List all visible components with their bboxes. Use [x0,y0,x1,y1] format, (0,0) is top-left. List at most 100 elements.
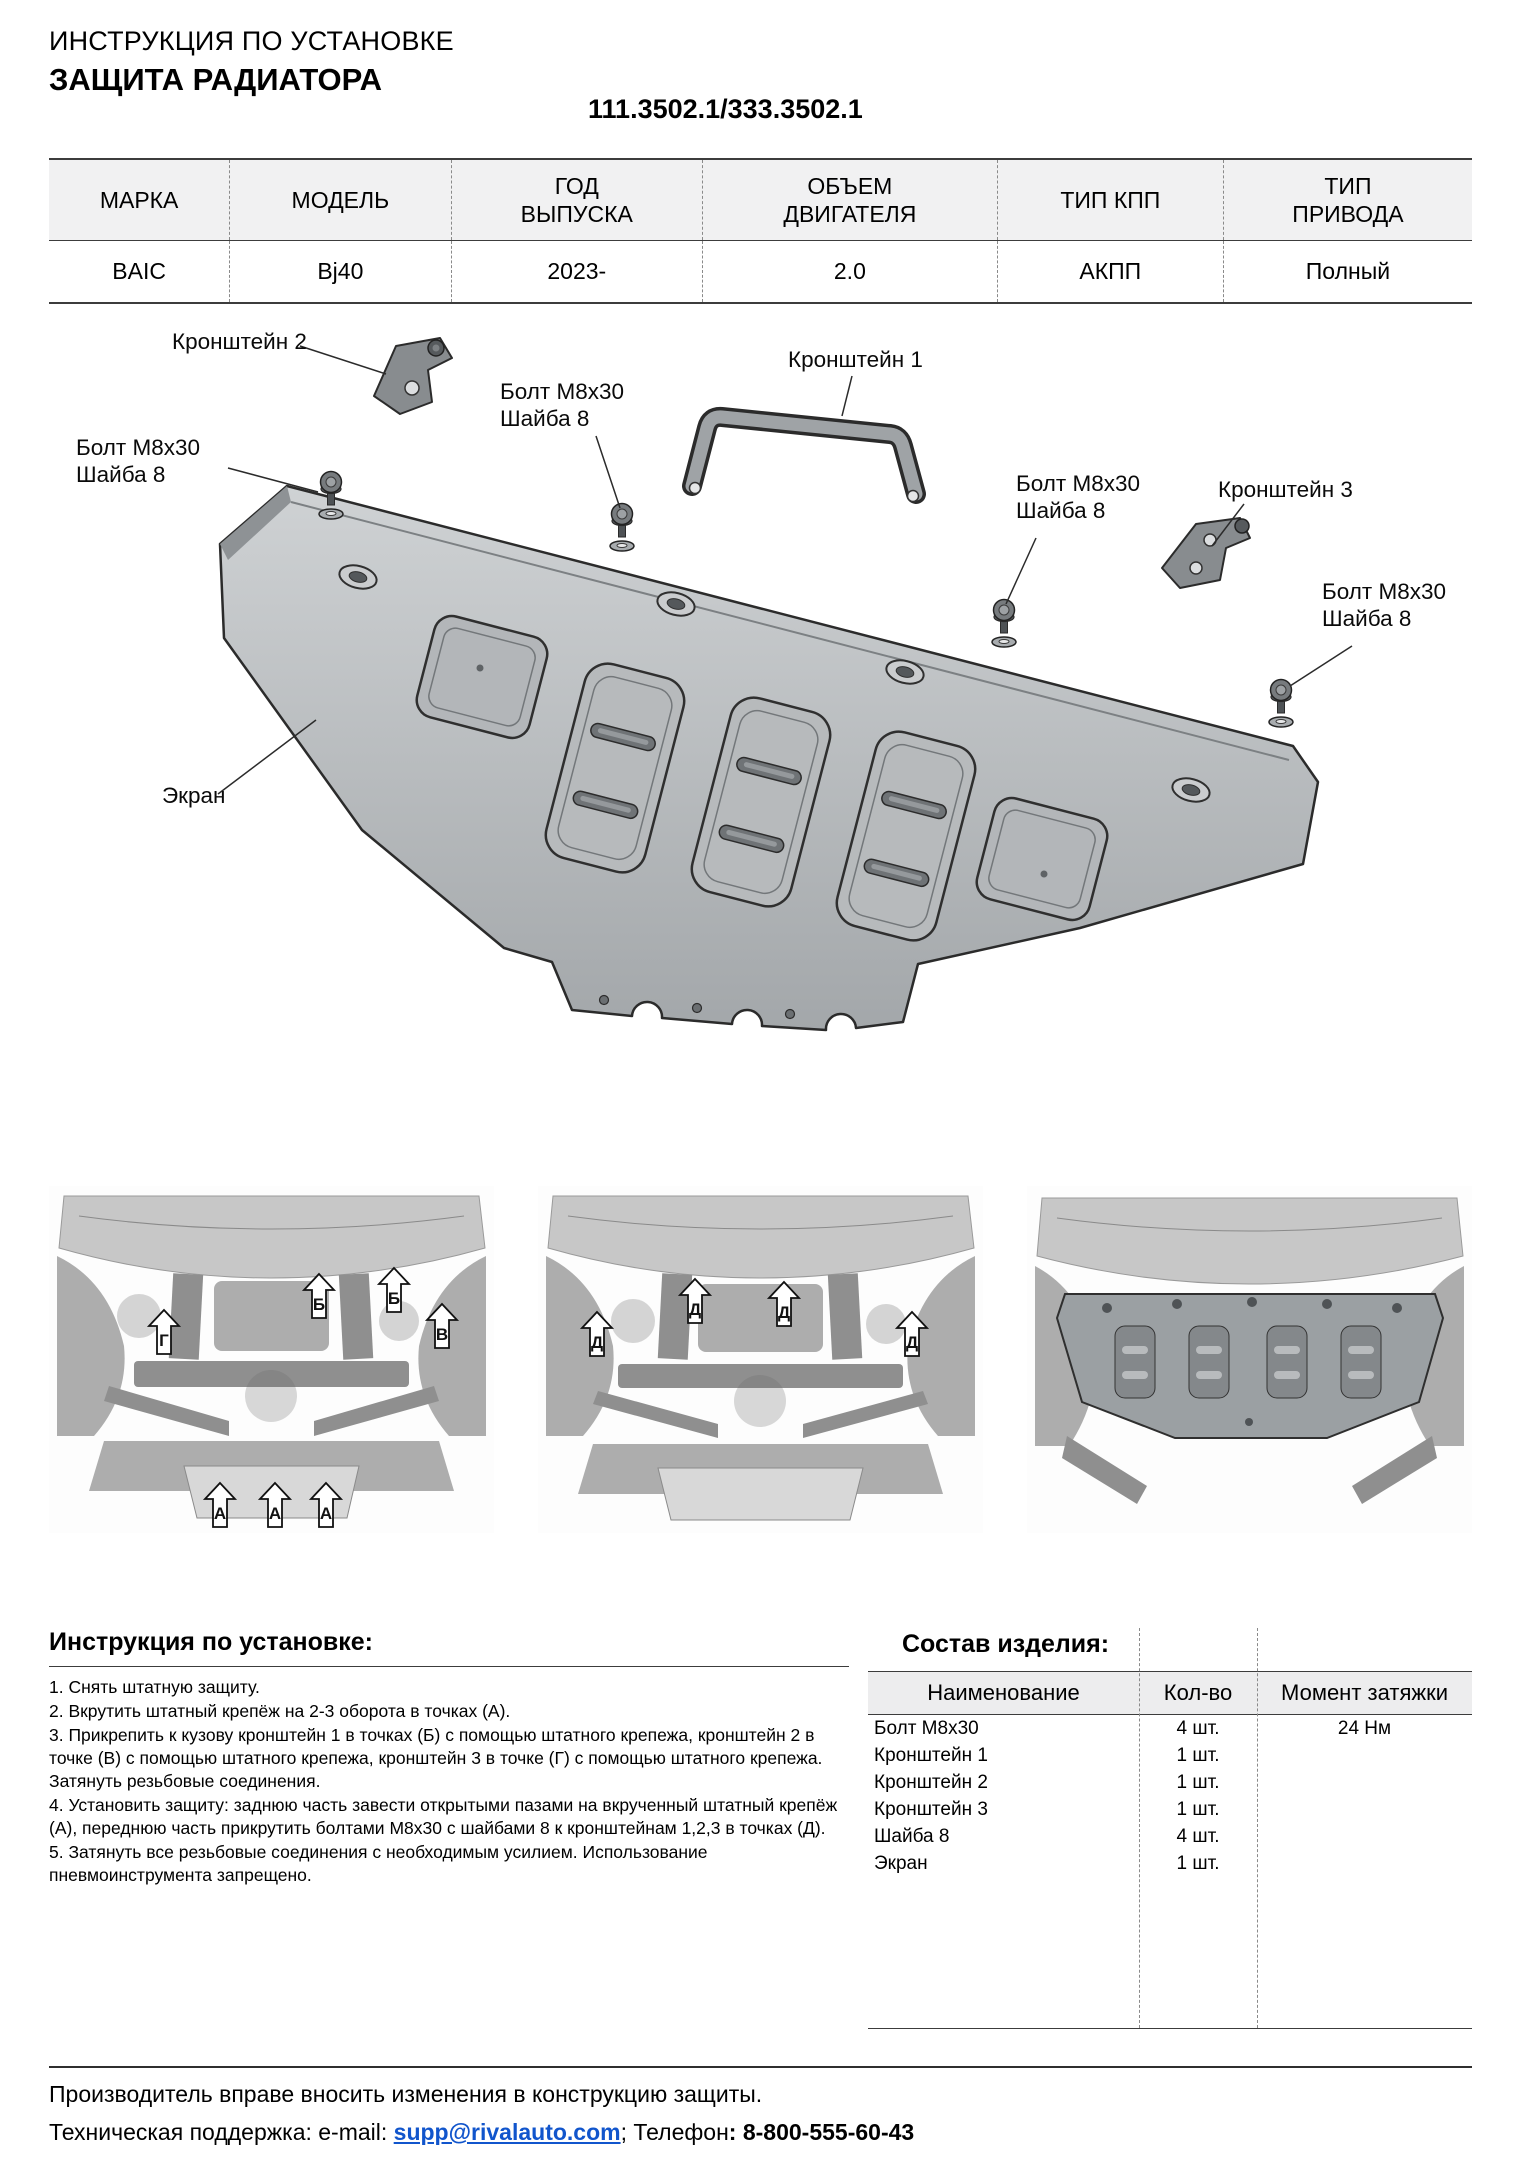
point-marker-d: Д [677,1277,713,1324]
svg-text:Б: Б [313,1295,325,1314]
svg-text:Г: Г [159,1331,169,1350]
spec-value-model: Bj40 [229,240,452,303]
installed-shield-shape [1055,1293,1445,1439]
label-bracket-2: Кронштейн 2 [172,329,307,354]
label-washer: Шайба 8 [1016,498,1106,523]
instructions-title: Инструкция по установке: [49,1628,373,1656]
label-bracket-3: Кронштейн 3 [1218,477,1353,502]
install-photo-1: Г Б Б В А А А [49,1186,494,1533]
parts-col-name: Наименование [927,1680,1080,1705]
svg-text:А: А [214,1504,226,1523]
label-bolt-washer: Болт М8х30 Шайба 8 [76,434,200,488]
spec-col-header: МАРКА [49,159,230,241]
bracket-3-shape [1161,517,1251,589]
photo-1-svg: Г Б Б В А А А [49,1186,494,1533]
point-marker-b: Б [301,1272,337,1319]
parts-table: Состав изделия: Наименование Кол-во Моме… [868,1628,1472,2029]
install-photos-row: Г Б Б В А А А [49,1186,1472,1533]
label-bolt: Болт М8х30 [76,435,201,460]
parts-row: Кронштейн 2 1 шт. [874,1772,1220,1793]
instruction-step: 4. Установить защиту: заднюю часть завес… [49,1795,838,1838]
part-number: 111.3502.1/333.3502.1 [588,94,863,124]
spec-col-header: ТИП КПП [996,159,1224,241]
label-bolt-washer: Болт М8х30 Шайба 8 [1322,578,1446,632]
label-bolt-washer: Болт М8х30 Шайба 8 [1016,470,1140,524]
point-marker-v: В [424,1302,460,1349]
support-email-link[interactable]: supp@rivalauto.com [393,2119,621,2145]
photo-3-svg [1027,1186,1472,1533]
spec-col-header: ТИП ПРИВОДА [1222,159,1472,241]
parts-col-qty: Кол-во [1163,1680,1233,1705]
parts-table-divider [1139,1628,1140,2028]
document-header: ИНСТРУКЦИЯ ПО УСТАНОВКЕ ЗАЩИТА РАДИАТОРА [49,26,454,98]
spec-col-header: ГОД ВЫПУСКА [450,159,703,241]
spec-col-header: МОДЕЛЬ [229,159,452,241]
label-bracket-1: Кронштейн 1 [788,347,923,372]
install-photo-3 [1027,1186,1472,1533]
parts-table-header: Наименование Кол-во Момент затяжки [868,1671,1472,1715]
photo-2-svg: Д Д Д Д [538,1186,983,1533]
spec-value-engine: 2.0 [702,240,998,303]
point-marker-d: Д [894,1310,930,1357]
exploded-diagram-svg [217,337,1353,1032]
leader-lines [217,345,1353,795]
spec-value-year: 2023- [450,240,703,303]
instructions-list: 1. Снять штатную защиту. 2. Вкрутить шта… [49,1666,849,1887]
doc-type-title: ИНСТРУКЦИЯ ПО УСТАНОВКЕ [49,26,454,56]
shield-plate-shape [218,484,1320,1032]
label-washer: Шайба 8 [1322,606,1412,631]
exploded-diagram: Кронштейн 2 Болт М8х30 Шайба 8 Кронштейн… [0,316,1514,1110]
svg-text:Б: Б [388,1289,400,1308]
label-bolt: Болт М8х30 [1322,579,1447,604]
instructions-section: Инструкция по установке: 1. Снять штатну… [49,1628,849,1888]
svg-text:Д: Д [778,1303,790,1322]
point-marker-a: А [257,1481,293,1528]
instruction-step: 2. Вкрутить штатный крепёж на 2-3 оборот… [49,1701,511,1721]
point-marker-d: Д [766,1280,802,1327]
spec-value-brand: BAIC [112,258,166,284]
point-marker-a: А [308,1481,344,1528]
point-marker-a: А [202,1481,238,1528]
footer: Производитель вправе вносить изменения в… [49,2066,1472,2146]
support-after-email: ; Телефон [620,2119,729,2145]
footer-support-line: Техническая поддержка: e-mail: supp@riva… [49,2119,1472,2146]
point-marker-g: Г [146,1308,182,1355]
vehicle-spec-table: МАРКА МОДЕЛЬ ГОД ВЫПУСКА ОБЪЕМ ДВИГАТЕЛЯ… [49,158,1472,304]
svg-text:А: А [269,1504,281,1523]
svg-text:Д: Д [591,1333,603,1352]
footer-disclaimer: Производитель вправе вносить изменения в… [49,2081,763,2107]
spec-value-drive: Полный [1222,240,1472,303]
parts-row: Экран 1 шт. [874,1853,1220,1874]
svg-text:А: А [320,1504,332,1523]
spec-value-gearbox: АКПП [996,240,1224,303]
label-washer: Шайба 8 [76,462,166,487]
label-shield: Экран [162,783,226,808]
vehicle-spec-table-wrap: МАРКА МОДЕЛЬ ГОД ВЫПУСКА ОБЪЕМ ДВИГАТЕЛЯ… [49,158,1472,304]
bracket-1-shape [682,406,926,504]
parts-col-torque: Момент затяжки [1281,1680,1448,1705]
parts-row: Кронштейн 1 1 шт. [874,1745,1220,1766]
label-washer: Шайба 8 [500,406,590,431]
instruction-step: 1. Снять штатную защиту. [49,1677,260,1697]
svg-text:Д: Д [689,1300,701,1319]
instruction-step: 5. Затянуть все резьбовые соединения с н… [49,1842,708,1885]
instruction-step: 3. Прикрепить к кузову кронштейн 1 в точ… [49,1725,823,1791]
svg-text:Д: Д [906,1333,918,1352]
product-title: ЗАЩИТА РАДИАТОРА [49,62,382,97]
parts-table-divider [1257,1628,1258,2028]
parts-row: Кронштейн 3 1 шт. [874,1799,1220,1820]
svg-text:В: В [436,1325,448,1344]
parts-row: Болт М8х30 4 шт. 24 Нм [874,1718,1392,1739]
point-marker-b: Б [376,1266,412,1313]
install-photo-2: Д Д Д Д [538,1186,983,1533]
parts-section: Состав изделия: Наименование Кол-во Моме… [868,1628,1472,2029]
label-bolt: Болт М8х30 [500,379,625,404]
support-phone: : 8-800-555-60-43 [728,2119,915,2145]
label-bolt: Болт М8х30 [1016,471,1141,496]
bracket-2-shape [373,337,453,415]
point-marker-d: Д [579,1310,615,1357]
parts-title: Состав изделия: [902,1630,1110,1658]
support-prefix: Техническая поддержка: e-mail: [49,2119,394,2145]
label-bolt-washer: Болт М8х30 Шайба 8 [500,378,624,432]
parts-row: Шайба 8 4 шт. [874,1826,1220,1847]
